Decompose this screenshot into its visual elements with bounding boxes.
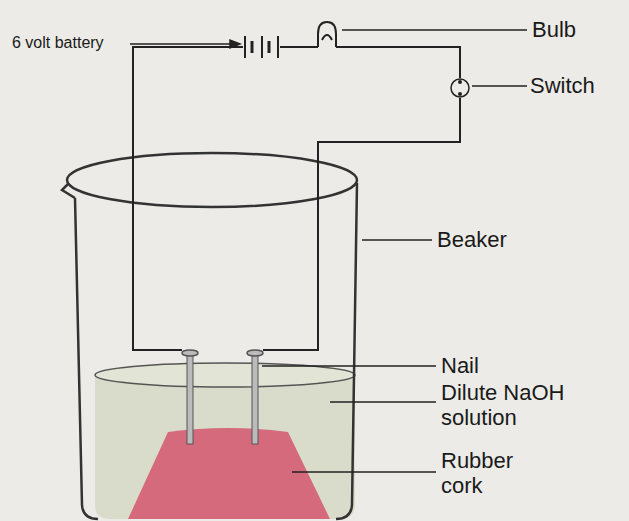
- beaker-label: Beaker: [437, 227, 547, 252]
- circuit-wires: [133, 47, 460, 350]
- switch-symbol: [451, 79, 469, 97]
- nail-label: Nail: [441, 353, 531, 378]
- naoh-solution: [95, 375, 355, 519]
- rubber-cork: [128, 428, 330, 519]
- nails: [182, 350, 263, 444]
- bulb-symbol: [318, 22, 336, 47]
- solution-label: Dilute NaOH solution: [441, 380, 591, 431]
- cork-label: Rubber cork: [441, 448, 531, 499]
- battery-symbol: [245, 36, 278, 58]
- battery-label: 6 volt battery: [12, 34, 137, 52]
- switch-label: Switch: [530, 73, 625, 98]
- beaker: [62, 153, 357, 519]
- bulb-label: Bulb: [532, 17, 622, 42]
